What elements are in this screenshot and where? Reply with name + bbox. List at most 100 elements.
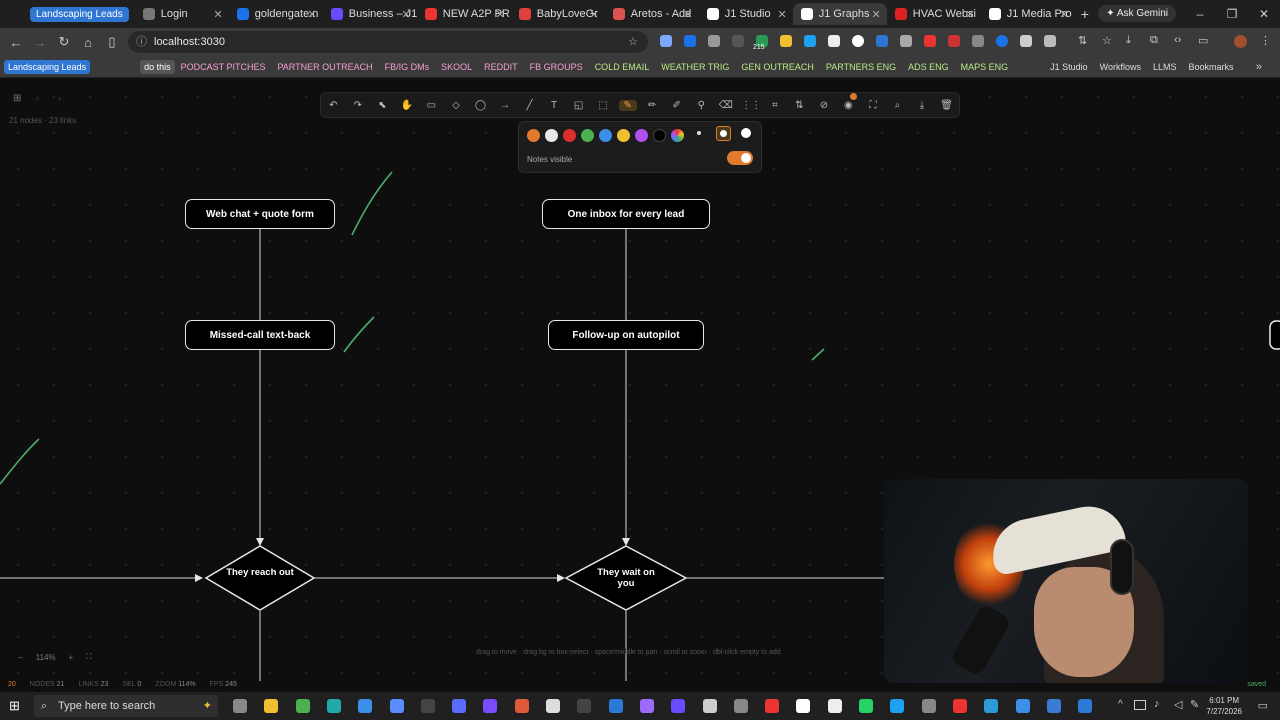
pen-tool-icon[interactable]: ✎ xyxy=(618,99,637,111)
extension-icon[interactable] xyxy=(948,35,960,47)
bookmarks-icon[interactable]: ☆ xyxy=(1102,35,1112,47)
download-icon[interactable]: ⤓ xyxy=(919,99,925,111)
extension-icon[interactable] xyxy=(756,35,768,47)
taskbar-app-icon[interactable] xyxy=(608,699,623,713)
extension-icon[interactable] xyxy=(780,35,792,47)
text-tool-icon[interactable]: T xyxy=(550,99,558,111)
taskbar-search[interactable]: ⌕ Type here to search ✦ xyxy=(34,695,218,717)
close-tab-icon[interactable]: ✕ xyxy=(871,8,881,21)
extension-icon[interactable] xyxy=(996,35,1008,47)
panel-toggle-icon[interactable]: ⊞ xyxy=(13,93,22,104)
line-tool-icon[interactable]: ╱ xyxy=(526,99,533,111)
browser-tab[interactable]: J1 Graphs✕ xyxy=(792,3,887,25)
bookmark-item[interactable]: COLD EMAIL xyxy=(594,61,650,72)
bookmark-item[interactable]: FB/IG DMs xyxy=(384,61,430,72)
note-tool-icon[interactable]: ◱ xyxy=(573,99,584,111)
zoom-in-icon[interactable]: + xyxy=(68,652,74,662)
search-icon[interactable]: ⌕ xyxy=(894,99,901,111)
taskbar-app-icon[interactable] xyxy=(796,699,811,713)
browser-tab[interactable]: NEW A2P PR✕ xyxy=(417,3,511,25)
color-swatch[interactable] xyxy=(653,129,666,142)
frame-tool-icon[interactable]: ⬚ xyxy=(598,99,608,111)
extension-icon[interactable] xyxy=(1020,35,1032,47)
side-panel-icon[interactable]: ▯ xyxy=(108,34,116,49)
taskbar-app-icon[interactable] xyxy=(546,699,560,713)
close-tab-icon[interactable]: ✕ xyxy=(965,8,975,21)
bookmark-item[interactable]: Landscaping Leads xyxy=(4,59,91,74)
decision-node-shape[interactable] xyxy=(564,545,688,611)
profile-avatar[interactable] xyxy=(1234,35,1247,48)
color-swatch[interactable] xyxy=(617,129,630,142)
tab-search-icon[interactable]: ⇅ xyxy=(1078,35,1088,47)
color-swatch[interactable] xyxy=(527,129,540,142)
taskbar-app-icon[interactable] xyxy=(326,699,341,713)
notifications-icon[interactable]: ▭ xyxy=(1257,700,1268,712)
browser-tab[interactable]: J1 Studio✕ xyxy=(699,3,793,25)
color-swatch[interactable] xyxy=(581,129,594,142)
taskbar-app-icon[interactable] xyxy=(389,699,404,713)
taskbar-app-icon[interactable] xyxy=(702,699,717,713)
back-nav-icon[interactable]: ‹ xyxy=(36,93,39,103)
fit-view-icon[interactable]: ⛶ xyxy=(85,652,92,661)
volume-icon[interactable]: ♪ xyxy=(1154,698,1160,710)
marker-tool-icon[interactable]: ✐ xyxy=(672,99,681,111)
translate-icon[interactable]: ⧉ xyxy=(1150,34,1158,46)
taskbar-app-icon[interactable] xyxy=(264,699,279,713)
tab-group-label[interactable]: Landscaping Leads xyxy=(30,6,129,22)
bookmark-item[interactable]: Workflows xyxy=(1099,61,1141,72)
download-icon[interactable]: ⤓ xyxy=(1126,34,1131,46)
flow-node[interactable]: Web chat + quote form xyxy=(185,199,335,229)
browser-tab[interactable]: Aretos - Add✕ xyxy=(605,3,699,25)
browser-tab[interactable]: BabyLoveGr✕ xyxy=(511,3,605,25)
flow-node[interactable]: One inbox for every lead xyxy=(542,199,710,229)
trash-icon[interactable]: 🗑 xyxy=(940,99,953,111)
close-tab-icon[interactable]: ✕ xyxy=(1059,8,1069,21)
close-tab-icon[interactable]: ✕ xyxy=(213,8,223,21)
reload-icon[interactable]: ↻ xyxy=(58,34,70,49)
ask-gemini-button[interactable]: ✦ Ask Gemini xyxy=(1098,5,1176,22)
taskbar-app-icon[interactable] xyxy=(420,699,435,713)
bookmark-item[interactable]: PARTNER OUTREACH xyxy=(277,61,373,72)
taskbar-clock[interactable]: 6:01 PM 7/27/2026 xyxy=(1206,695,1242,717)
notes-visible-toggle[interactable] xyxy=(727,151,753,165)
browser-tab[interactable]: Business – J1✕ xyxy=(323,3,417,25)
close-window-icon[interactable]: ✕ xyxy=(1258,7,1270,21)
taskbar-app-icon[interactable] xyxy=(577,699,592,713)
close-tab-icon[interactable]: ✕ xyxy=(777,8,787,21)
eye-icon[interactable]: ◉ xyxy=(844,99,853,111)
browser-tab[interactable]: goldengate.n✕ xyxy=(229,3,323,25)
close-tab-icon[interactable]: ✕ xyxy=(307,8,317,21)
taskbar-app-icon[interactable] xyxy=(952,699,967,713)
color-swatch[interactable] xyxy=(635,129,648,142)
diamond-tool-icon[interactable]: ◇ xyxy=(452,99,460,111)
decision-node-shape[interactable] xyxy=(204,545,316,611)
taskbar-app-icon[interactable] xyxy=(733,699,748,713)
undo-icon[interactable]: ↶ xyxy=(329,99,338,111)
extension-icon[interactable] xyxy=(852,35,864,47)
color-swatch[interactable] xyxy=(599,129,612,142)
taskbar-app-icon[interactable] xyxy=(1078,699,1093,713)
taskbar-app-icon[interactable] xyxy=(514,699,529,713)
taskbar-app-icon[interactable] xyxy=(671,699,686,713)
custom-color-icon[interactable] xyxy=(671,129,684,142)
extension-icon[interactable] xyxy=(900,35,912,47)
taskbar-app-icon[interactable] xyxy=(639,699,654,713)
extension-icon[interactable] xyxy=(660,35,672,47)
bookmark-item[interactable]: REDDIT xyxy=(484,61,518,72)
color-swatch[interactable] xyxy=(545,129,558,142)
extension-icon[interactable] xyxy=(924,35,936,47)
site-info-icon[interactable]: ⓘ xyxy=(136,36,147,48)
extension-icon[interactable] xyxy=(708,35,720,47)
pin-tool-icon[interactable]: ⚲ xyxy=(697,99,705,111)
fullscreen-icon[interactable]: ⛶ xyxy=(869,99,877,111)
bookmark-item[interactable]: PARTNERS ENG xyxy=(825,61,897,72)
tray-overflow-icon[interactable]: ^ xyxy=(1118,699,1123,710)
new-tab-button[interactable]: + xyxy=(1080,6,1089,22)
bookmark-item[interactable]: SKOOL xyxy=(441,61,473,72)
taskbar-app-icon[interactable] xyxy=(483,699,498,713)
extension-icon[interactable] xyxy=(732,35,744,47)
taskbar-app-icon[interactable] xyxy=(921,699,936,713)
minimize-icon[interactable]: – xyxy=(1196,7,1204,21)
hand-tool-icon[interactable]: ✋ xyxy=(400,99,414,111)
bookmark-item[interactable]: FB GROUPS xyxy=(529,61,583,72)
